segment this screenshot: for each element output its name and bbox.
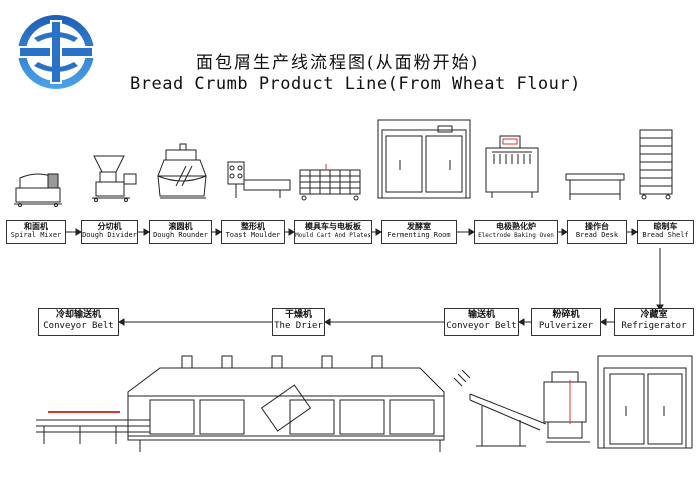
step-label-en: Pulverizer (538, 321, 594, 331)
row1-arrows (66, 228, 638, 236)
step-label-cn: 冷藏室 (640, 310, 668, 320)
step-label-cn: 晾制车 (653, 221, 678, 231)
step-electrode-baking-oven: 电极熟化炉 Electrode Baking Oven (474, 220, 558, 244)
step-label-en: Electrode Baking Oven (478, 232, 554, 239)
step-label-en: Toast Moulder (225, 231, 281, 239)
step-bread-desk: 操作台 Bread Desk (567, 220, 627, 244)
dough-divider-icon (92, 155, 137, 202)
dough-rounder-icon (157, 143, 207, 199)
step-label-en: Mould Cart And Plates (295, 232, 371, 239)
step-label-cn: 滚圆机 (168, 221, 193, 231)
fermenting-room-icon (377, 119, 471, 199)
diagram-title-chinese: 面包屑生产线流程图(从面粉开始) (196, 53, 480, 73)
electrode-baking-oven-icon (485, 135, 539, 198)
step-label-en: Bread Desk (575, 231, 619, 239)
drier-line-icon (36, 355, 693, 452)
step-refrigerator: 冷藏室 Refrigerator (614, 308, 694, 336)
step-label-cn: 电极熟化炉 (496, 221, 536, 231)
step-label-en: The Drier (274, 321, 323, 331)
step-bread-shelf: 晾制车 Bread Shelf (637, 220, 694, 244)
step-mould-cart-and-plates: 模具车与电板板 Mould Cart And Plates (294, 220, 372, 244)
toast-moulder-icon (227, 161, 291, 198)
mould-cart-icon (299, 164, 361, 201)
step-label-cn: 模具车与电板板 (305, 221, 361, 231)
step-label-cn: 发酵室 (407, 221, 431, 231)
step-conveyor-belt: 输送机 Conveyor Belt (444, 308, 519, 336)
step-label-en: Fermenting Room (387, 231, 451, 239)
step-label-cn: 和面机 (24, 221, 48, 231)
step-label-en: Dough Rounder (153, 231, 208, 239)
step-label-en: Bread Shelf (642, 231, 689, 239)
step-label-en: Conveyor Belt (446, 321, 517, 331)
step-the-drier: 干燥机 The Drier (272, 308, 325, 336)
step-dough-rounder: 滚圆机 Dough Rounder (149, 220, 212, 244)
step-label-cn: 冷却输送机 (55, 310, 101, 320)
step-label-en: Conveyor Belt (43, 321, 114, 331)
bread-shelf-icon (639, 129, 673, 200)
step-cooling-conveyor-belt: 冷却输送机 Conveyor Belt (38, 308, 119, 336)
bread-desk-icon (565, 173, 625, 200)
step-label-cn: 粉碎机 (552, 310, 580, 320)
step-pulverizer: 粉碎机 Pulverizer (531, 308, 601, 336)
diagram-title-english: Bread Crumb Product Line(From Wheat Flou… (130, 74, 581, 94)
step-label-cn: 整形机 (241, 221, 265, 231)
step-fermenting-room: 发酵室 Fermenting Room (381, 220, 457, 244)
step-dough-divider: 分切机 Dough Divider (81, 220, 138, 244)
step-label-en: Dough Divider (82, 231, 137, 239)
row2-arrows (118, 318, 614, 326)
company-logo-icon (18, 15, 94, 89)
spiral-mixer-icon (14, 173, 62, 207)
step-label-cn: 分切机 (97, 221, 122, 231)
step-label-cn: 干燥机 (284, 310, 312, 320)
step-spiral-mixer: 和面机 Spiral Mixer (6, 220, 66, 244)
step-label-cn: 输送机 (467, 310, 495, 320)
step-label-cn: 操作台 (585, 221, 609, 231)
step-label-en: Refrigerator (621, 321, 687, 331)
step-toast-moulder: 整形机 Toast Moulder (221, 220, 285, 244)
step-label-en: Spiral Mixer (10, 231, 62, 239)
